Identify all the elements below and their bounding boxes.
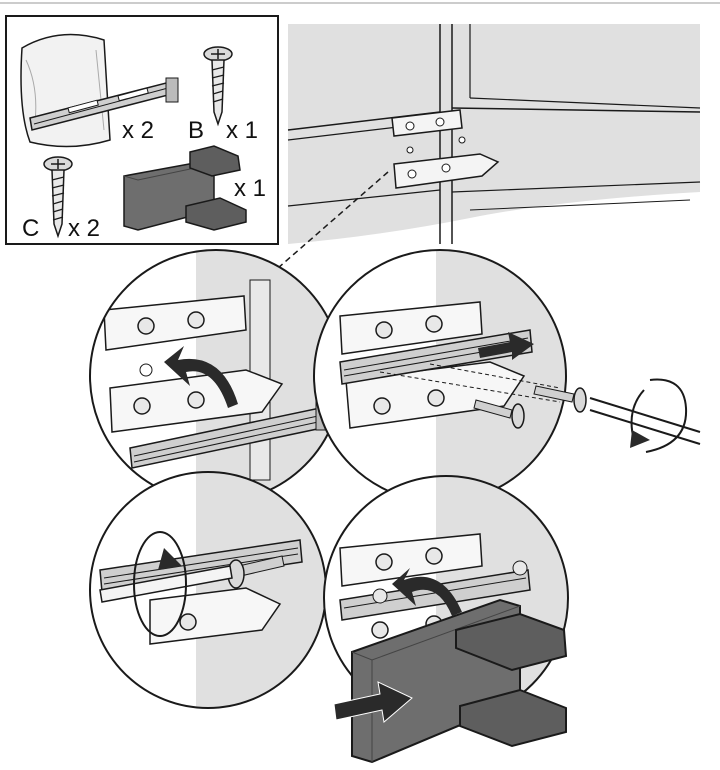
callout-dashed-line (261, 171, 389, 283)
hinge-bracket-overview (391, 109, 500, 189)
rotate-up-arrow-icon-step4 (392, 568, 462, 616)
connector-qty: x 1 (234, 175, 266, 202)
slide-right-arrow-icon (478, 332, 534, 360)
screwdriver-rotate-icon (133, 531, 187, 637)
screwdriver-insert (533, 378, 701, 453)
door-connector-block-icon (123, 145, 247, 231)
screw-c-insert (473, 399, 525, 429)
bracket-qty: x 2 (122, 117, 154, 144)
step-4-circle (323, 475, 569, 764)
cabinet-overview (287, 24, 701, 244)
push-in-arrow-icon (333, 681, 413, 723)
door-connector-block (333, 598, 568, 764)
parts-box: x 2 B x 1 C x 2 x 1 (5, 15, 279, 245)
screw-c-qty: x 2 (68, 215, 100, 242)
step-3-circle (89, 471, 327, 709)
rotate-up-arrow-icon (164, 346, 238, 408)
step-2-circle (313, 249, 701, 503)
screwdriver-rotate-icon-top (645, 378, 688, 453)
screw-c-letter: C (22, 215, 39, 242)
screw-c-icon (43, 156, 73, 239)
bracket-rail-bag-icon (20, 33, 179, 148)
screw-b-qty: x 1 (226, 117, 258, 144)
screw-b-letter: B (188, 117, 204, 144)
screw-b-icon (203, 46, 233, 127)
